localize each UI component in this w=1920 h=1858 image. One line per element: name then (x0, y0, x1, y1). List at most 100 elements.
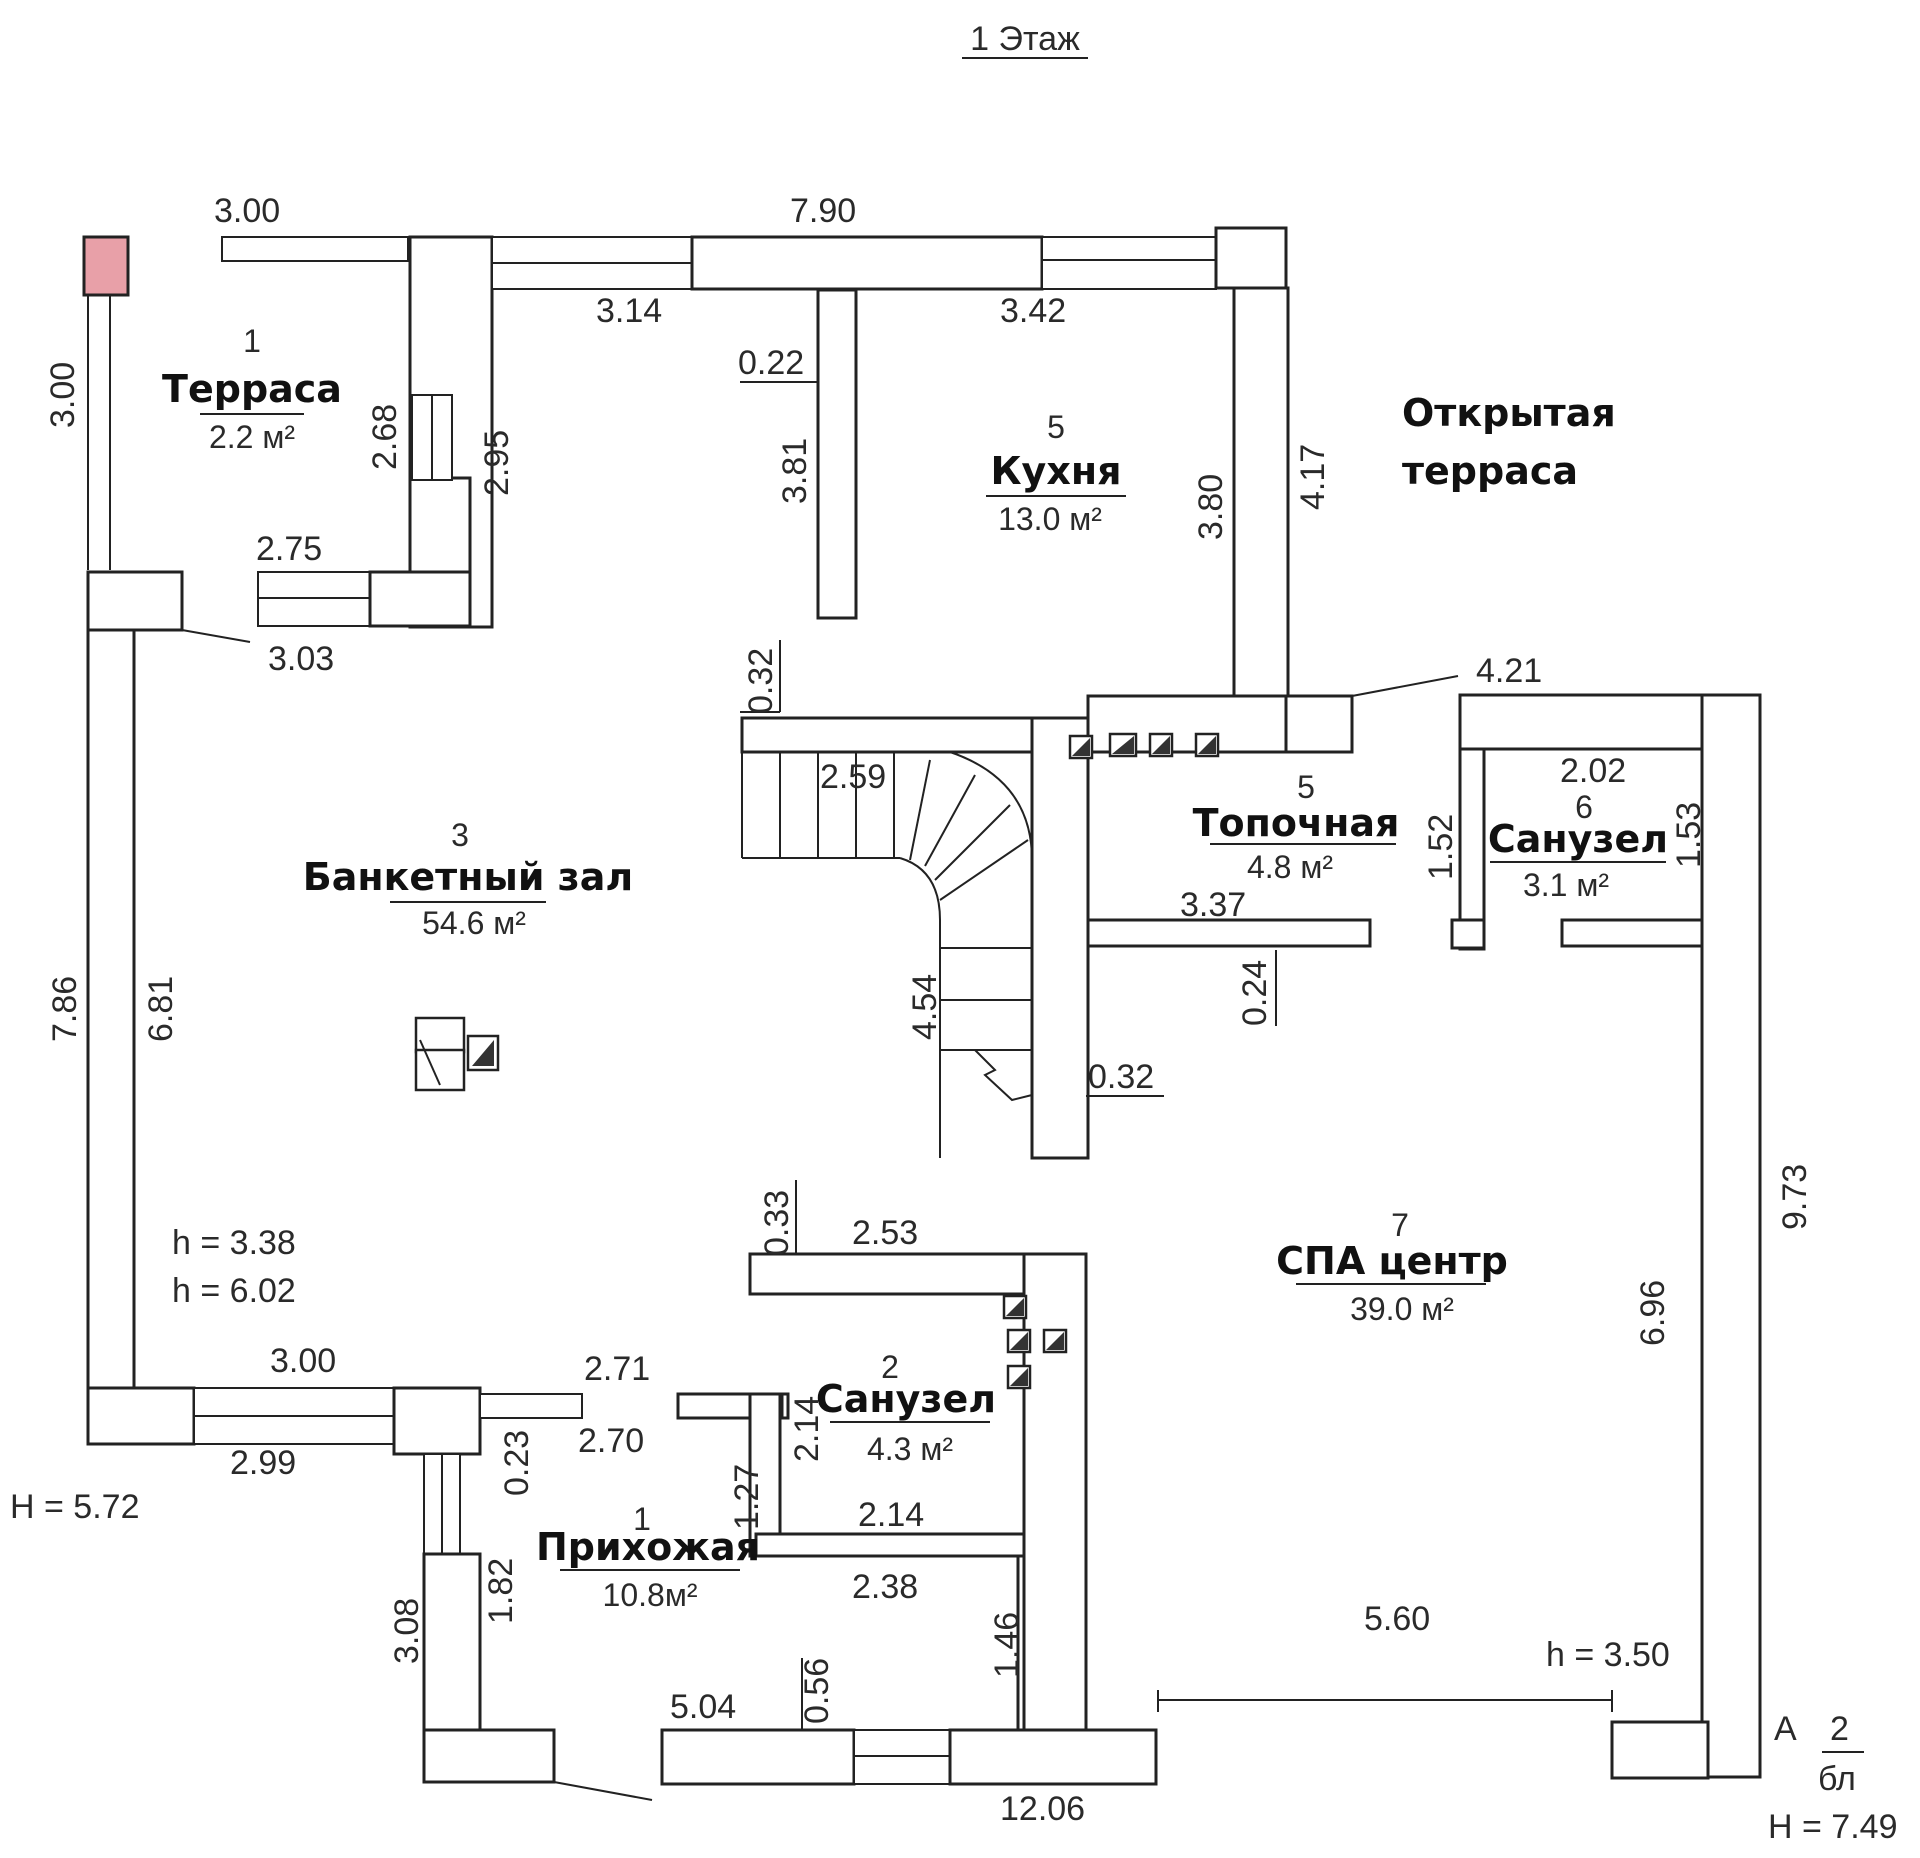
dimension-label: 3.00 (44, 362, 82, 428)
room-name-hall: Прихожая (536, 1525, 760, 1569)
dimension-label: h = 6.02 (172, 1272, 296, 1310)
room-name-spa: СПА центр (1276, 1239, 1508, 1283)
dimension-label: 2.70 (578, 1422, 644, 1460)
room-number-kitchen: 5 (1047, 409, 1065, 445)
dimension-label: 1.82 (482, 1558, 520, 1624)
room-name-terrace: Терраса (162, 367, 342, 411)
dimension-label: 6.81 (142, 976, 180, 1042)
wall-left-bottom-corner (86, 1386, 196, 1446)
dimension-label: бл (1818, 1760, 1856, 1798)
dimension-label: 0.56 (798, 1658, 836, 1724)
dimension-label: 2.68 (366, 404, 404, 470)
window-top-kitchen-right (1041, 236, 1217, 290)
dimension-label: 2.02 (1560, 752, 1626, 790)
dimension-label: 3.03 (268, 640, 334, 678)
wall-top-right-corner (1214, 226, 1288, 290)
dimension-label: 2.38 (852, 1568, 918, 1606)
room-area-banquet: 54.6 м² (422, 905, 526, 941)
dimension-label: 0.32 (742, 648, 780, 714)
room-number-boiler: 5 (1297, 769, 1315, 805)
dimension-label: H = 7.49 (1768, 1808, 1897, 1846)
room-number-bath6: 6 (1575, 789, 1593, 825)
wall-kitchen-partition (816, 288, 858, 620)
room-name-boiler: Топочная (1193, 801, 1400, 845)
dimension-label: 1.52 (1422, 814, 1460, 880)
room-number-banquet: 3 (451, 817, 469, 853)
room-area-kitchen: 13.0 м² (998, 501, 1102, 537)
dimension-label: 2 (1830, 1710, 1849, 1748)
dimension-label: 0.24 (1236, 960, 1274, 1026)
chimney-pink (82, 235, 130, 297)
room-name-open-terrace-line2: терраса (1402, 449, 1578, 493)
wall-top-middle (690, 235, 1044, 291)
wall-hall-top-left (392, 1386, 482, 1456)
fireplace-icon (414, 1016, 500, 1092)
dimension-label: 0.33 (758, 1190, 796, 1256)
wall-bottom-left (660, 1728, 856, 1786)
wall-kitchen-right (1232, 286, 1290, 710)
dimension-label: 3.14 (596, 292, 662, 330)
room-area-terrace: 2.2 м² (209, 419, 295, 455)
staircase (741, 751, 1033, 1158)
wall-spa-bottom-right (1610, 1720, 1710, 1780)
room-name-bath2: Санузел (816, 1377, 996, 1421)
dimension-label: 1.27 (728, 1464, 766, 1530)
dimension-label: h = 3.50 (1546, 1636, 1670, 1674)
flue-vents-bath2 (1002, 1294, 1068, 1390)
dimension-label: 0.32 (1088, 1058, 1154, 1096)
dimension-label: 4.17 (1294, 444, 1332, 510)
room-number-terrace: 1 (243, 323, 261, 359)
dimension-label: 12.06 (1000, 1790, 1085, 1828)
wall-bath2-right (1022, 1252, 1088, 1732)
dimension-label: 2.99 (230, 1444, 296, 1482)
room-name-open-terrace-line1: Открытая (1402, 391, 1616, 435)
dimension-label: A (1774, 1710, 1797, 1748)
dimension-label: 7.90 (790, 192, 856, 230)
room-area-bath6: 3.1 м² (1523, 867, 1609, 903)
dimension-label: 1.46 (988, 1612, 1026, 1678)
room-number-hall: 1 (633, 1501, 651, 1537)
dimension-label: 6.96 (1634, 1280, 1672, 1346)
room-area-bath2: 4.3 м² (867, 1431, 953, 1467)
dimension-label: 3.08 (388, 1598, 426, 1664)
dimension-label: 2.53 (852, 1214, 918, 1252)
dimension-label: h = 3.38 (172, 1224, 296, 1262)
dimension-label: H = 5.72 (10, 1488, 139, 1526)
flue-vents-top (1068, 732, 1220, 760)
room-number-spa: 7 (1391, 1207, 1409, 1243)
dimension-label: 7.86 (46, 976, 84, 1042)
room-name-banquet: Банкетный зал (303, 855, 633, 899)
room-area-spa: 39.0 м² (1350, 1291, 1454, 1327)
dimension-label: 3.00 (214, 192, 280, 230)
dimension-label: 5.04 (670, 1688, 736, 1726)
room-area-hall: 10.8м² (603, 1577, 698, 1613)
dimension-label: 9.73 (1776, 1164, 1814, 1230)
dimension-label: 1.53 (1670, 802, 1708, 868)
dimension-label: 3.81 (776, 438, 814, 504)
dimension-label: 2.14 (788, 1396, 826, 1462)
dimension-label: 4.21 (1476, 652, 1542, 690)
dimension-label: 3.80 (1192, 474, 1230, 540)
dimension-label: 2.59 (820, 758, 886, 796)
dimension-label: 2.95 (478, 430, 516, 496)
room-name-kitchen: Кухня (991, 449, 1122, 493)
dimension-label: 2.71 (584, 1350, 650, 1388)
wall-bottom-right (948, 1728, 1158, 1786)
wall-kitchen-bottom (740, 716, 1090, 754)
room-area-boiler: 4.8 м² (1247, 849, 1333, 885)
plan-title: 1 Этаж (970, 20, 1080, 58)
dimension-label: 0.23 (498, 1430, 536, 1496)
dimension-label: 2.75 (256, 530, 322, 568)
dimension-label: 2.14 (858, 1496, 924, 1534)
wall-boiler-bottom (1086, 918, 1372, 948)
wall-right-exterior (1700, 693, 1762, 1779)
wall-left-top-corner (86, 570, 184, 632)
wall-stair-right (1030, 716, 1090, 1160)
dimension-label: 3.37 (1180, 886, 1246, 924)
dimension-label: 4.54 (906, 974, 944, 1040)
wall-bath6-bottom (1560, 918, 1704, 948)
dimension-label: 3.42 (1000, 292, 1066, 330)
dimension-label: 3.00 (270, 1342, 336, 1380)
dimension-label: 5.60 (1364, 1600, 1430, 1638)
